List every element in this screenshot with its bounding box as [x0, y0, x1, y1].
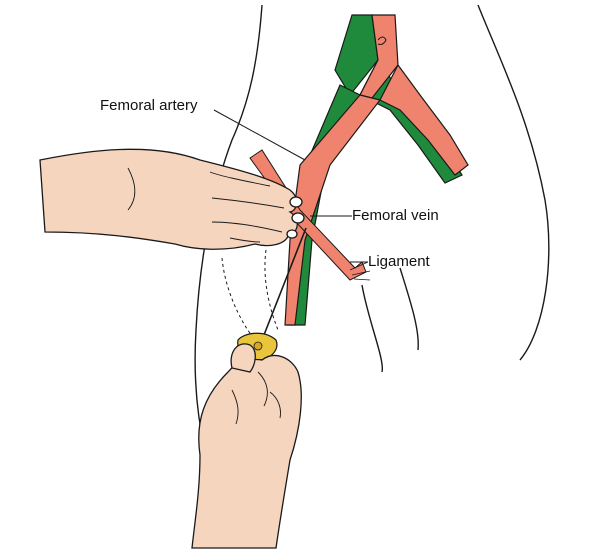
vein-upper-trunk: [334, 14, 379, 97]
leader-femoral-artery: [213, 109, 306, 161]
ligament-end-fray: [349, 261, 371, 281]
palpating-hand: [39, 148, 305, 250]
needle-holding-hand: [191, 343, 302, 549]
palpating-hand-creases: [127, 167, 285, 243]
femoral-artery: [284, 14, 469, 326]
femoral-vein-label: Femoral vein: [352, 207, 439, 224]
needle-hand-creases: [231, 371, 281, 425]
fingertip-nail-3: [286, 229, 298, 239]
inner-thigh-contour: [361, 284, 384, 373]
ligament-label: Ligament: [368, 253, 430, 270]
fingertip-nail-2: [291, 212, 305, 224]
artery-right-branch: [379, 63, 469, 176]
artery-branch-marker: [377, 36, 387, 45]
dashed-anatomy-outline: [221, 249, 279, 337]
fingertip-nail-1: [289, 196, 303, 208]
label-leader-lines: [213, 109, 368, 263]
femoral-artery-label: Femoral artery: [100, 97, 198, 114]
catheter-hub-port: [253, 341, 263, 351]
needle-hand-thumb: [230, 343, 256, 373]
needle-shaft: [261, 227, 307, 341]
inner-thigh-contour-right: [399, 267, 419, 351]
palpating-hand-palm: [39, 148, 298, 250]
right-body-contour: [477, 4, 550, 361]
needle-hand-palm: [191, 355, 302, 549]
artery-main: [284, 94, 382, 326]
